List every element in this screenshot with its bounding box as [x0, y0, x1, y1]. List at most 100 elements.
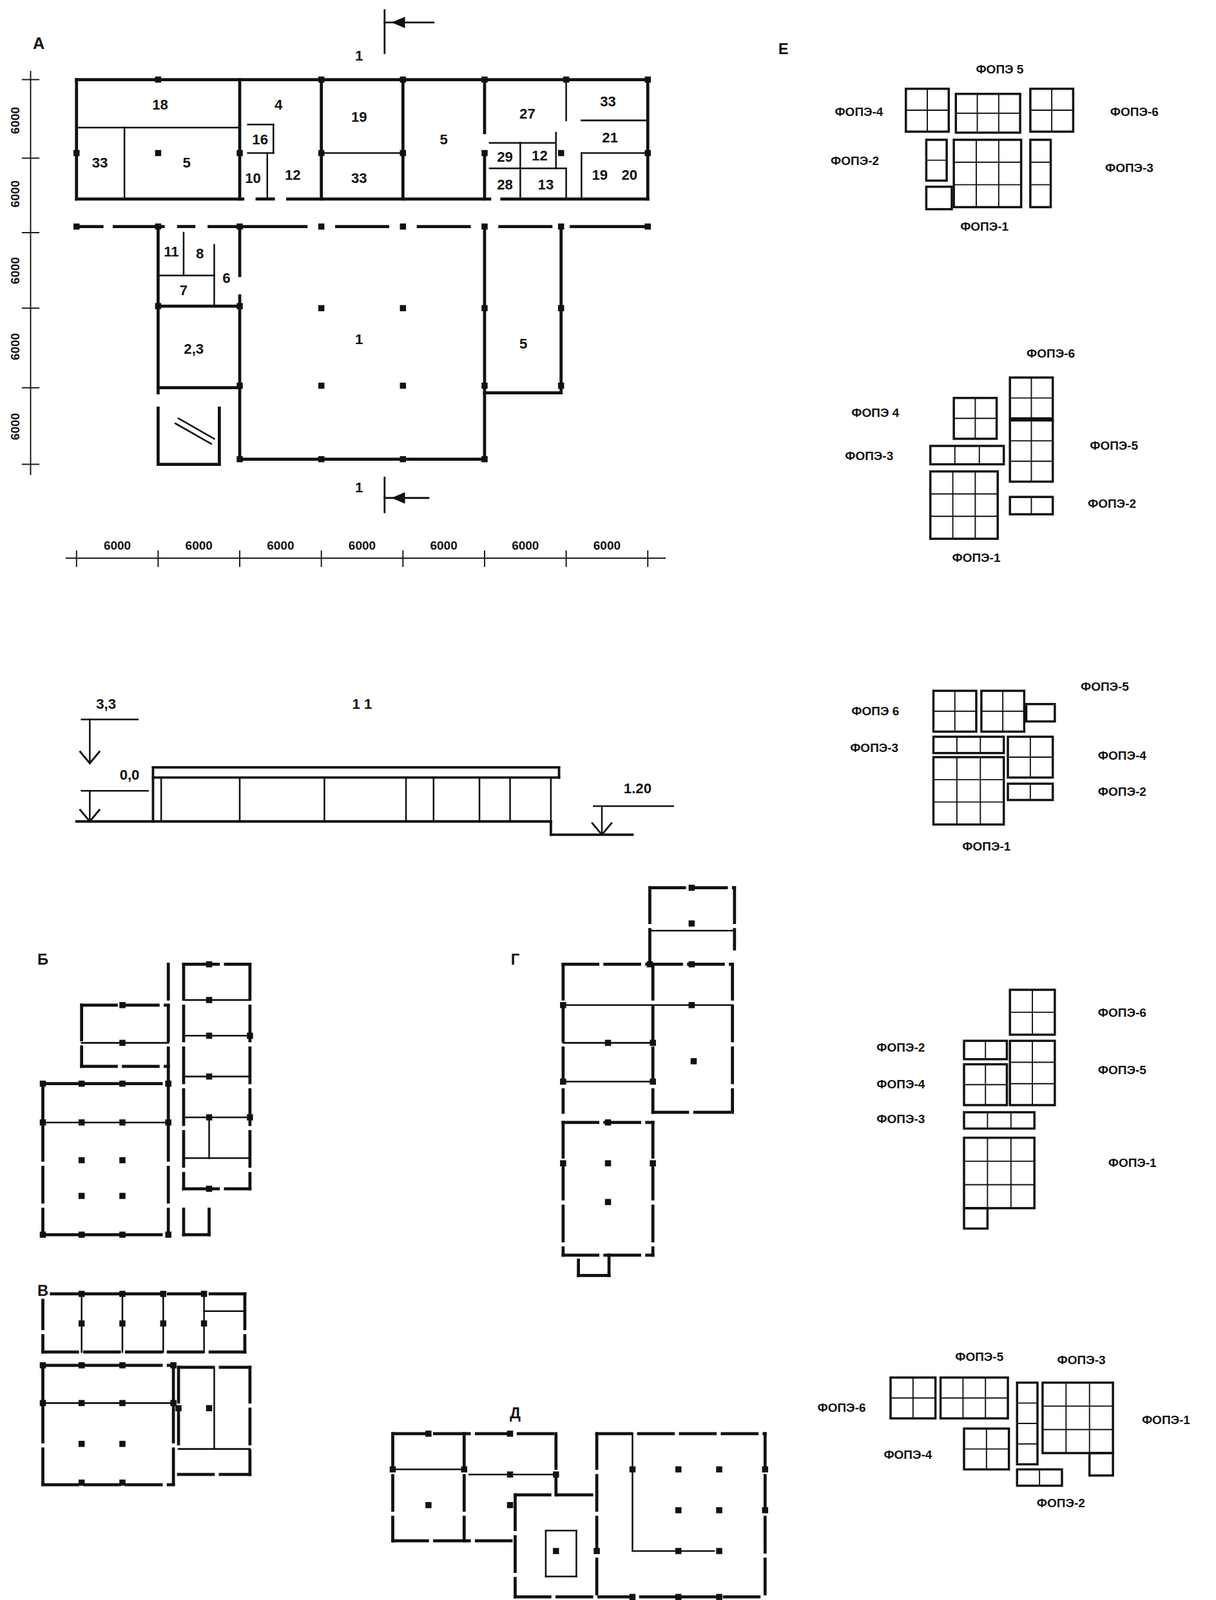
wall-line [401, 79, 405, 200]
dimension-line [239, 550, 241, 567]
panel-group-label: ФОПЭ-3 [875, 1112, 927, 1126]
panel-joint [1009, 440, 1053, 442]
partition-line [563, 1004, 733, 1007]
column-mark [236, 223, 243, 231]
panel-outline [1009, 420, 1053, 482]
dimension-line [22, 463, 39, 466]
panel-group-label: ФОПЭ-6 [1025, 347, 1077, 361]
panel-joint [1016, 1422, 1038, 1425]
section-line [550, 833, 633, 836]
plan-label: 21 [600, 130, 620, 145]
partition-line [123, 127, 126, 200]
dimension-line [30, 71, 32, 475]
plan-label: 12 [283, 168, 303, 184]
plan-label: 1 [353, 480, 365, 495]
column-mark [481, 223, 488, 231]
partition-line [76, 126, 240, 129]
panel-grid [953, 139, 1021, 208]
column-mark [558, 223, 564, 231]
panel-outline [1009, 496, 1053, 515]
column-mark [160, 1320, 167, 1327]
panel-joint [978, 445, 981, 465]
wall-line [561, 1122, 565, 1256]
column-mark [78, 1119, 85, 1126]
partition-line [157, 274, 214, 277]
section-mark [384, 496, 429, 499]
dimension-label: 6000 [9, 255, 22, 286]
partition-line [545, 1575, 577, 1578]
panel-grid [933, 757, 1004, 825]
level-mark [79, 809, 100, 822]
wall-line [730, 964, 734, 1113]
column-mark [558, 150, 564, 157]
panel-grid [1030, 88, 1073, 133]
level-line [88, 719, 91, 763]
partition-line [563, 1080, 653, 1083]
column-mark [170, 1362, 176, 1369]
panel-outline [1026, 704, 1055, 722]
plan-label: 6000 [510, 539, 541, 553]
plan-label: 29 [495, 149, 515, 165]
dimension-line [320, 550, 323, 567]
column-mark [481, 304, 488, 312]
level-line [81, 790, 149, 792]
plan-label: 27 [518, 106, 537, 122]
panel-joint [952, 471, 954, 540]
panel-outline [1009, 989, 1055, 1035]
wall-line [607, 1255, 611, 1276]
partition-line [545, 1529, 577, 1532]
panel-grid [930, 445, 1004, 465]
panel-outline [1009, 1040, 1055, 1106]
plan-d [389, 1430, 769, 1600]
column-mark [605, 1119, 611, 1126]
wall-line [157, 304, 240, 309]
panel-group-label: ФОПЭ-3 [848, 741, 900, 755]
wall-line [239, 457, 485, 461]
column-mark [155, 223, 162, 231]
panel-group-label: ФОПЭ-2 [1035, 1496, 1087, 1510]
wall-line [651, 1122, 655, 1256]
panel-group-label: ФОПЭ-5 [1079, 680, 1131, 694]
column-mark [675, 1547, 682, 1555]
wall-line [182, 1209, 186, 1236]
column-mark [400, 76, 406, 84]
column-mark [688, 884, 695, 892]
column-mark [78, 1440, 85, 1448]
panel-outline [964, 1428, 1010, 1470]
panel-grid [1016, 1382, 1038, 1465]
column-mark [400, 223, 406, 231]
section-column [550, 777, 553, 822]
wall-line [336, 224, 388, 229]
panel-layouts [890, 88, 1113, 1487]
wall-line [571, 224, 649, 229]
plan-label: 1 1 [351, 696, 374, 712]
wall-line [648, 887, 652, 965]
column-mark [119, 1119, 126, 1126]
column-mark [675, 1593, 682, 1600]
panel-outline [981, 690, 1024, 732]
column-mark [481, 382, 488, 390]
wall-line [79, 1005, 84, 1067]
panel-outline [926, 186, 952, 210]
column-mark [644, 223, 651, 231]
panel-grid [1089, 1453, 1113, 1476]
plan-label: 7 [178, 283, 189, 299]
column-mark [39, 1400, 46, 1407]
panel-outline [926, 139, 947, 181]
column-mark [559, 1002, 566, 1009]
plan-label: 5 [518, 336, 529, 352]
panel-joint [979, 736, 981, 753]
column-mark [246, 1114, 253, 1121]
column-mark [552, 1471, 559, 1478]
partition-line [248, 152, 274, 155]
wall-line [41, 1365, 45, 1485]
column-mark [119, 1290, 126, 1298]
column-mark [206, 1032, 213, 1040]
panel-outline [933, 736, 1004, 753]
wall-line [319, 79, 323, 200]
dimension-line [157, 550, 159, 567]
wall-line [207, 1209, 211, 1236]
level-mark [591, 822, 613, 835]
column-mark [558, 382, 564, 390]
column-mark [675, 1507, 682, 1514]
